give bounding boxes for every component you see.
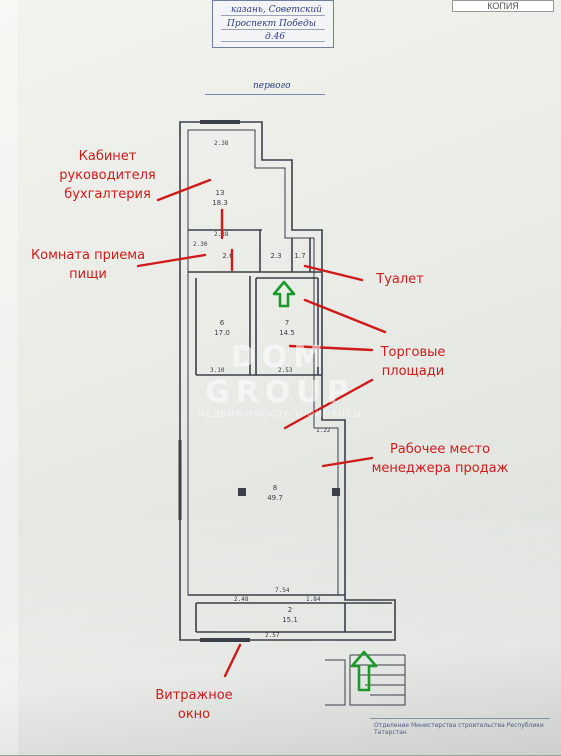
room-area: 17.0 — [214, 329, 230, 337]
pointer-trade-1 — [303, 298, 387, 334]
entrance-arrow-icon — [350, 650, 378, 692]
room-area: 15.1 — [282, 616, 298, 624]
stamp-street: Проспект Победы — [227, 19, 317, 29]
room-number: 8 — [273, 484, 277, 492]
floor-header: первого — [205, 81, 325, 95]
dim-bottom-b: 1.84 — [306, 596, 321, 603]
dim-room-c: 2.53 — [278, 367, 293, 374]
room-area: 2.6 — [222, 252, 234, 260]
label-manager: Рабочее место менеджера продаж — [371, 442, 509, 476]
pointer-window — [223, 643, 242, 678]
entrance-arrow-icon — [272, 280, 296, 308]
watermark-tagline: НЕДВИЖИМОСТЬ И ФИНАНСЫ — [197, 410, 363, 420]
pointer-trade-2 — [288, 344, 374, 352]
stamp-rule — [221, 41, 325, 42]
room-area: 14.5 — [279, 329, 295, 337]
label-kitchen: Комната приема пищи — [30, 248, 146, 282]
room-number: 13 — [216, 189, 225, 197]
pointer-manager — [321, 456, 374, 468]
dim-left-hall: 2.30 — [193, 241, 208, 248]
room-number: 6 — [220, 319, 225, 327]
column — [238, 488, 246, 496]
room-number: 2 — [288, 606, 292, 614]
dim-room-b: 3.10 — [210, 367, 225, 374]
dim-bottom-wide: 7.54 — [275, 587, 290, 594]
floor-name: первого — [253, 81, 291, 91]
stair-steps — [325, 659, 346, 706]
watermark-brand: DOM GROUP — [205, 340, 355, 410]
room-number: 7 — [285, 319, 289, 327]
pointer-cabinet — [156, 178, 212, 202]
column — [332, 488, 340, 496]
room-area: 18.3 — [212, 199, 228, 207]
footer-stamp: Отделение Министерства строительства Рес… — [370, 718, 550, 756]
dim-bottom-a: 2.48 — [234, 596, 249, 603]
stamp-rule — [221, 15, 325, 16]
stamp-rule — [221, 29, 325, 30]
stamp-city: казань, Советский — [231, 5, 322, 15]
room-area: 49.7 — [267, 494, 283, 502]
room-area: 1.7 — [294, 252, 305, 260]
pointer-kitchen — [136, 253, 207, 268]
stamp-house: д.46 — [265, 32, 286, 42]
footer-text: Отделение Министерства строительства Рес… — [374, 722, 544, 736]
address-stamp: казань, Советский Проспект Победы д.46 — [212, 0, 334, 48]
pointer-trade-3 — [283, 378, 374, 430]
outer-wall — [179, 121, 396, 641]
label-toilet: Туалет — [376, 272, 424, 287]
dim-top: 2.38 — [214, 140, 229, 147]
dim-bottom-c: 2.57 — [265, 632, 280, 639]
label-window: Витражное окно — [155, 688, 233, 722]
room-area: 2.3 — [270, 252, 281, 260]
copy-stamp: КОПИЯ — [452, 0, 554, 12]
paper-fold-diagonal — [0, 520, 561, 755]
label-trade: Торговые площади — [380, 345, 446, 379]
stair-steps — [349, 654, 406, 706]
paper-fold-vertical — [0, 0, 18, 755]
dim-right-ledge: 1.22 — [316, 427, 331, 434]
pointer-toilet — [303, 264, 364, 282]
watermark: DOM GROUP НЕДВИЖИМОСТЬ И ФИНАНСЫ — [180, 340, 380, 420]
label-cabinet: Кабинет руководителя бухгалтерия — [59, 149, 156, 202]
